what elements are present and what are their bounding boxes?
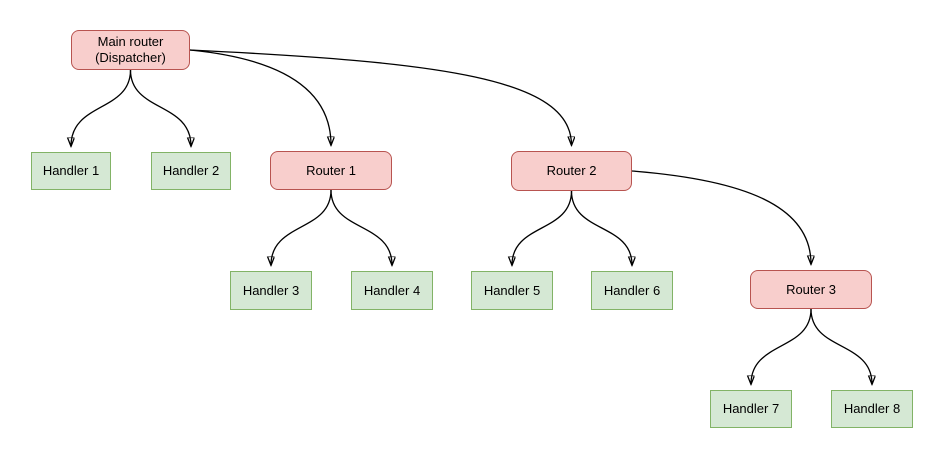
- node-main-router: Main router (Dispatcher): [71, 30, 190, 70]
- edge-router2-router3: [631, 170, 811, 264]
- node-handler-8: Handler 8: [831, 390, 913, 428]
- node-handler-7: Handler 7: [710, 390, 792, 428]
- node-label: Handler 1: [42, 163, 100, 178]
- node-handler-5: Handler 5: [471, 271, 553, 310]
- node-label: Handler 3: [242, 282, 300, 298]
- node-label: Handler 6: [603, 282, 661, 298]
- node-handler-4: Handler 4: [351, 271, 433, 310]
- node-label: Router 1: [306, 162, 356, 178]
- node-handler-2: Handler 2: [151, 152, 231, 190]
- edge-router1-handler4: [330, 189, 392, 265]
- edge-router3-handler8: [810, 308, 872, 384]
- edge-router2-handler6: [570, 190, 633, 265]
- node-label: Handler 2: [162, 163, 220, 178]
- node-handler-3: Handler 3: [230, 271, 312, 310]
- node-router-3: Router 3: [750, 270, 872, 309]
- edge-main-handler2: [129, 69, 192, 146]
- node-router-2: Router 2: [511, 151, 632, 191]
- edge-router3-handler7: [751, 308, 812, 384]
- node-label: Handler 5: [483, 282, 541, 298]
- node-label: Handler 7: [722, 401, 780, 416]
- edge-router2-handler5: [512, 190, 573, 265]
- edge-main-handler1: [71, 69, 132, 146]
- node-label: Handler 4: [363, 282, 421, 298]
- node-router-1: Router 1: [270, 151, 392, 190]
- edge-main-router1: [189, 49, 331, 145]
- node-label: Handler 8: [843, 401, 901, 416]
- node-handler-1: Handler 1: [31, 152, 111, 190]
- node-label: Main router (Dispatcher): [95, 34, 166, 65]
- node-handler-6: Handler 6: [591, 271, 673, 310]
- edge-router1-handler3: [271, 189, 332, 265]
- edge-main-router2: [189, 49, 572, 145]
- node-label: Router 2: [546, 163, 597, 178]
- node-label: Router 3: [786, 281, 836, 297]
